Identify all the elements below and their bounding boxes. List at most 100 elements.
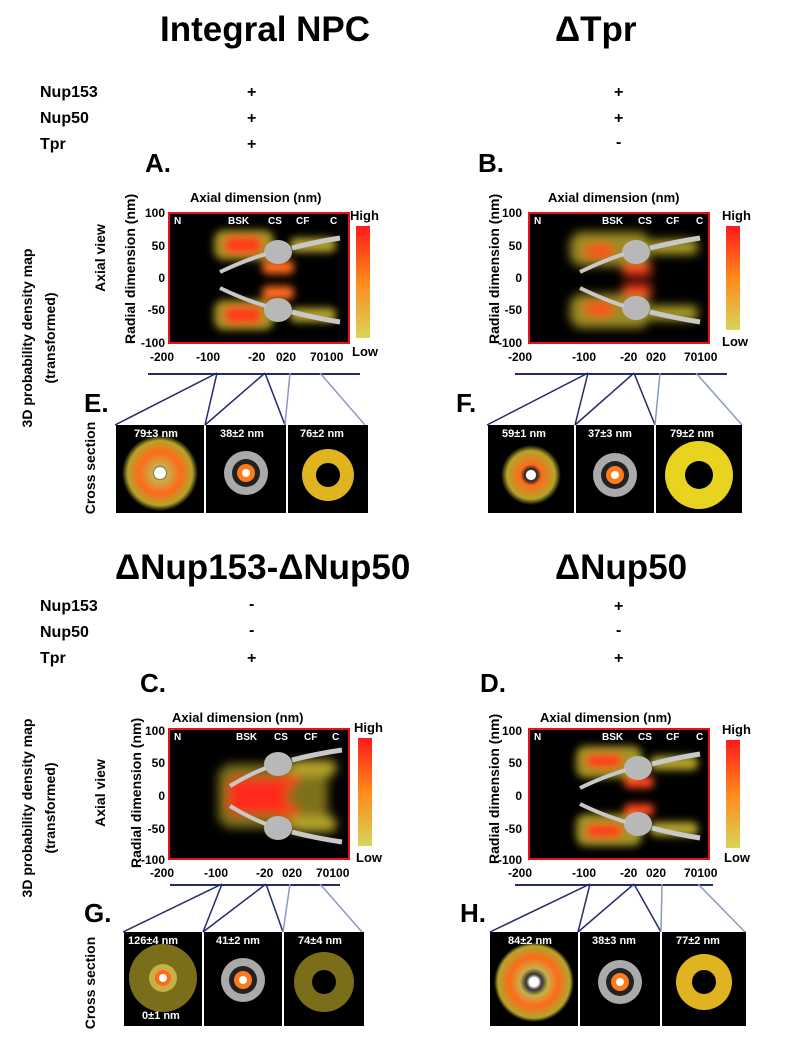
ytick-a-m100: -100 [140,336,165,350]
colorbar-high-a: High [350,208,379,223]
measure-g-1: 126±4 nm [128,935,179,947]
region-cs-d: CS [638,732,652,743]
density-map-d [576,746,701,846]
presence-c-tpr: + [247,650,257,667]
panel-title-dnup50: ΔNup50 [555,548,688,587]
axis-bar-c [170,884,340,886]
cross-section-e-1: 79±3 nm [116,425,204,513]
cs-g2-image [221,958,265,1002]
presence-d-tpr: + [614,650,624,667]
region-bsk-a: BSK [228,216,250,227]
panel-letter-h: H. [460,898,486,928]
presence-b-nup50: + [614,110,624,127]
region-c-b: C [696,216,704,227]
colorbar-low-c: Low [356,850,382,865]
region-n-a: N [174,216,182,227]
cs-f2-image [593,453,637,497]
axis-bar-b [515,373,727,375]
region-bsk-c: BSK [236,732,258,743]
cross-section-g-1: 126±4 nm 0±1 nm [124,932,202,1026]
ytick-a-0: 0 [158,271,165,285]
cs-h2-image [598,960,642,1004]
cs-e1-image [122,435,198,511]
region-cf-d: CF [666,732,680,743]
region-cs-c: CS [274,732,288,743]
ytick-d-m50: -50 [504,822,522,836]
density-plot-b: N BSK CS CF C [528,212,710,344]
panel-letter-f: F. [456,388,477,418]
density-map-label-bottom-1: 3D probability density map [19,718,35,898]
xtick-b-2: -100 [572,350,597,364]
xtick-b-1: -200 [508,350,533,364]
cs-e2-image [224,451,268,495]
cross-section-label-bottom: Cross section [82,936,98,1030]
colorbar-high-c: High [354,720,383,735]
ytick-b-0: 0 [515,271,522,285]
xtick-c-1: -200 [150,866,175,880]
cross-section-e-2: 38±2 nm [206,425,286,513]
panel-letter-g: G. [84,898,112,928]
ytick-d-100: 100 [501,724,522,738]
colorbar-a [356,226,370,338]
xtick-b-3: -20 [620,350,638,364]
presence-a-tpr: + [247,136,257,153]
axial-title-b: Axial dimension (nm) [548,190,680,205]
presence-c-nup153: - [249,596,255,613]
cross-section-g-2: 41±2 nm [204,932,282,1026]
cross-section-label-top: Cross section [82,421,98,515]
cross-section-h-3: 77±2 nm [662,932,746,1026]
xtick-a-5: 70100 [310,350,344,364]
protein-label-tpr-top: Tpr [40,136,66,153]
density-map-b [570,232,701,328]
cs-f1-image [501,445,561,505]
measure-g-2: 41±2 nm [216,935,260,947]
protein-label-nup153-bottom: Nup153 [40,598,98,615]
measure-e-2: 38±2 nm [220,428,264,440]
ytick-a-50: 50 [151,239,165,253]
axis-bar-a [148,373,360,375]
xtick-d-5: 70100 [684,866,718,880]
cs-g1-image [129,944,197,1012]
cross-section-f-1: 59±1 nm [488,425,574,513]
measure-f-3: 79±2 nm [670,428,714,440]
cross-section-f-2: 37±3 nm [576,425,654,513]
measure-g-3: 74±4 nm [298,935,342,947]
ytick-b-100: 100 [501,206,522,220]
colorbar-low-a: Low [352,344,378,359]
panel-title-dtpr: ΔTpr [555,10,637,49]
presence-d-nup153: + [614,598,624,615]
colorbar-high-b: High [722,208,751,223]
cross-section-g-3: 74±4 nm [284,932,364,1026]
region-c-c: C [332,732,340,743]
axial-view-label-bottom: Axial view [92,759,108,827]
ytick-b-50: 50 [508,239,522,253]
xtick-d-4: 020 [646,866,667,880]
ytick-a-m50: -50 [147,303,165,317]
xtick-a-4: 020 [276,350,297,364]
ytick-b-m100: -100 [497,336,522,350]
xtick-c-3: -20 [256,866,274,880]
density-map-label-top-2: (transformed) [42,292,58,384]
measure-e-1: 79±3 nm [134,428,178,440]
colorbar-high-d: High [722,722,751,737]
measure-h-3: 77±2 nm [676,935,720,947]
xtick-b-5: 70100 [684,350,718,364]
panel-letter-b: B. [478,148,504,178]
colorbar-c [358,738,372,846]
ytick-d-50: 50 [508,756,522,770]
region-c-d: C [696,732,704,743]
cs-h1-image [494,942,574,1022]
ytick-c-m50: -50 [147,822,165,836]
measure-g-extra: 0±1 nm [142,1010,180,1022]
region-n-d: N [534,732,542,743]
measure-h-1: 84±2 nm [508,935,552,947]
ytick-c-0: 0 [158,789,165,803]
panel-letter-c: C. [140,668,166,698]
ytick-b-m50: -50 [504,303,522,317]
region-cf-c: CF [304,732,318,743]
ytick-d-m100: -100 [497,853,522,867]
region-n-b: N [534,216,542,227]
panel-title-integral: Integral NPC [160,10,371,49]
region-cf-b: CF [666,216,680,227]
axial-title-c: Axial dimension (nm) [172,710,304,725]
